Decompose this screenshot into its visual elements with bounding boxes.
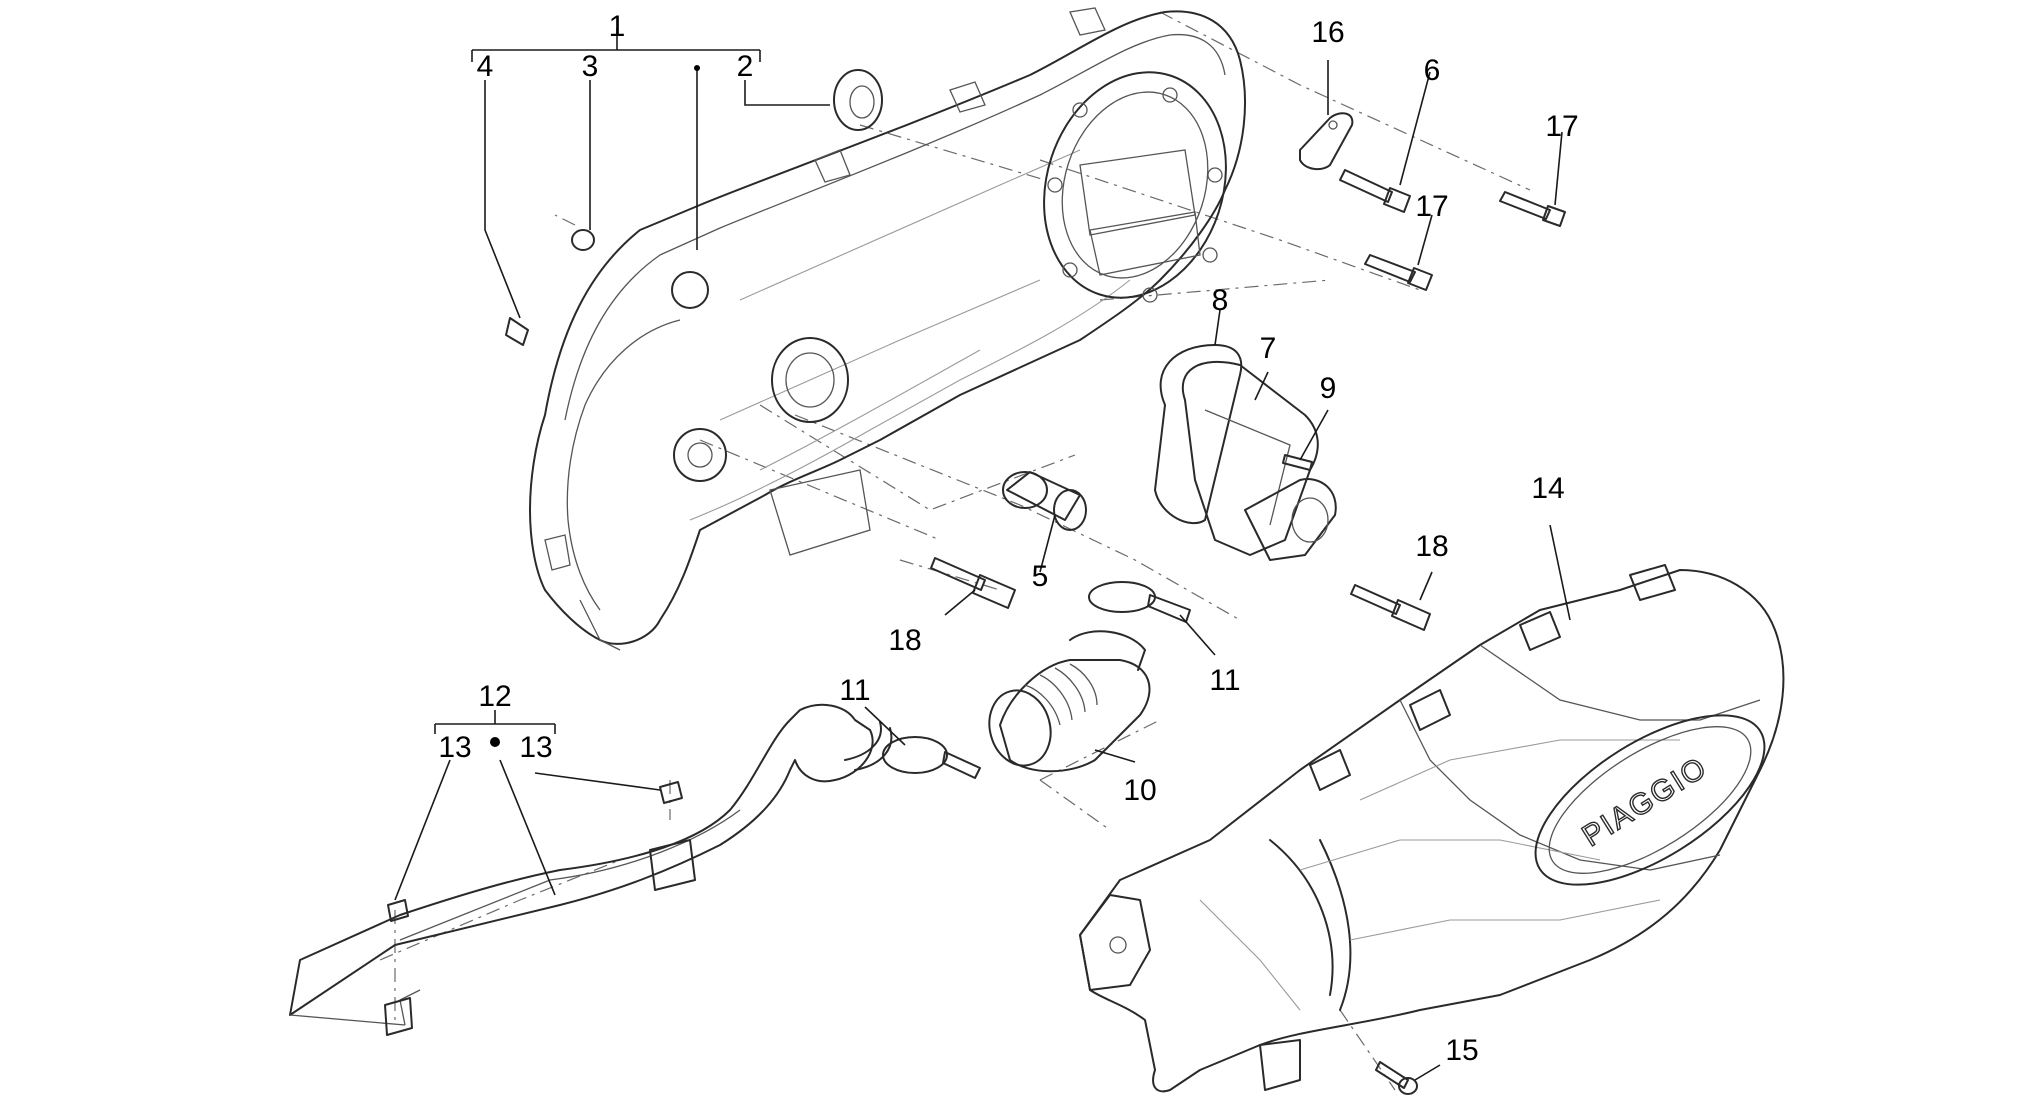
- bushing-3: [571, 229, 595, 251]
- label-17-lower: 17: [1415, 190, 1448, 223]
- label-11-upper: 11: [1209, 664, 1240, 697]
- label-13-right: 13: [519, 731, 552, 764]
- bushing-4: [505, 317, 529, 346]
- hose-clamp-11-lower: [882, 736, 981, 779]
- label-8: 8: [1212, 284, 1229, 317]
- air-intake-pipe-12: [289, 703, 893, 1036]
- screw-15: [1375, 1061, 1418, 1095]
- label-12: 12: [478, 680, 511, 713]
- label-14: 14: [1531, 472, 1564, 505]
- outer-transmission-cover-14: PIAGGIO: [1079, 564, 1785, 1093]
- screw-9: [1282, 454, 1313, 471]
- label-2: 2: [737, 50, 754, 83]
- label-17-upper: 17: [1545, 110, 1578, 143]
- bracket-16: [1299, 112, 1354, 171]
- alignment-lines: [379, 11, 1531, 1091]
- label-13-left: 13: [438, 731, 471, 764]
- intake-duct-10: [988, 630, 1151, 773]
- clip-13-right: [659, 781, 683, 804]
- bolt-17-lower: [1364, 254, 1433, 291]
- bolt-6: [1339, 169, 1411, 213]
- transmission-cover: [529, 7, 1246, 651]
- bolt-17-upper: [1499, 191, 1566, 227]
- oil-seal: [833, 69, 883, 131]
- leader-lines: [394, 28, 1571, 1081]
- pin-18-right: [1350, 584, 1431, 631]
- hose-clamp-11-upper: [1088, 581, 1191, 623]
- pin-18-left: [930, 557, 1016, 609]
- label-9: 9: [1320, 372, 1337, 405]
- clip-13-left: [387, 899, 409, 922]
- label-11-lower: 11: [839, 674, 870, 707]
- label-3: 3: [582, 50, 599, 83]
- label-16: 16: [1311, 16, 1344, 49]
- label-15: 15: [1445, 1034, 1478, 1067]
- label-7: 7: [1260, 332, 1277, 365]
- label-1: 1: [609, 10, 626, 43]
- label-4: 4: [477, 50, 494, 83]
- filter-element-5: [1002, 471, 1087, 531]
- intake-gasket-8: [1154, 344, 1243, 525]
- label-18-right: 18: [1415, 530, 1448, 563]
- label-6: 6: [1424, 54, 1441, 87]
- label-10: 10: [1123, 774, 1156, 807]
- label-18-left: 18: [888, 624, 921, 657]
- label-5: 5: [1032, 560, 1049, 593]
- callout-labels: 1 4 3 2 16 6 17 17 8 7 9 14 18 5 18 11 1…: [438, 10, 1578, 1067]
- cover-bolt-holes: [1047, 87, 1223, 303]
